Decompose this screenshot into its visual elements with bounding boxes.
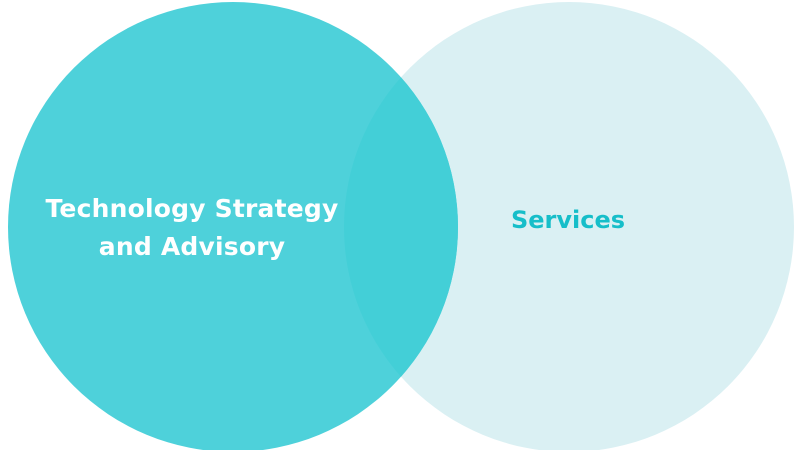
left-circle-label-line-1: Technology Strategy <box>45 194 339 223</box>
left-circle-label: Technology Strategy and Advisory <box>17 190 367 266</box>
left-circle-label-line-2: and Advisory <box>98 232 286 261</box>
right-circle-label: Services <box>510 206 626 234</box>
right-circle <box>344 2 794 450</box>
left-circle <box>8 2 458 450</box>
